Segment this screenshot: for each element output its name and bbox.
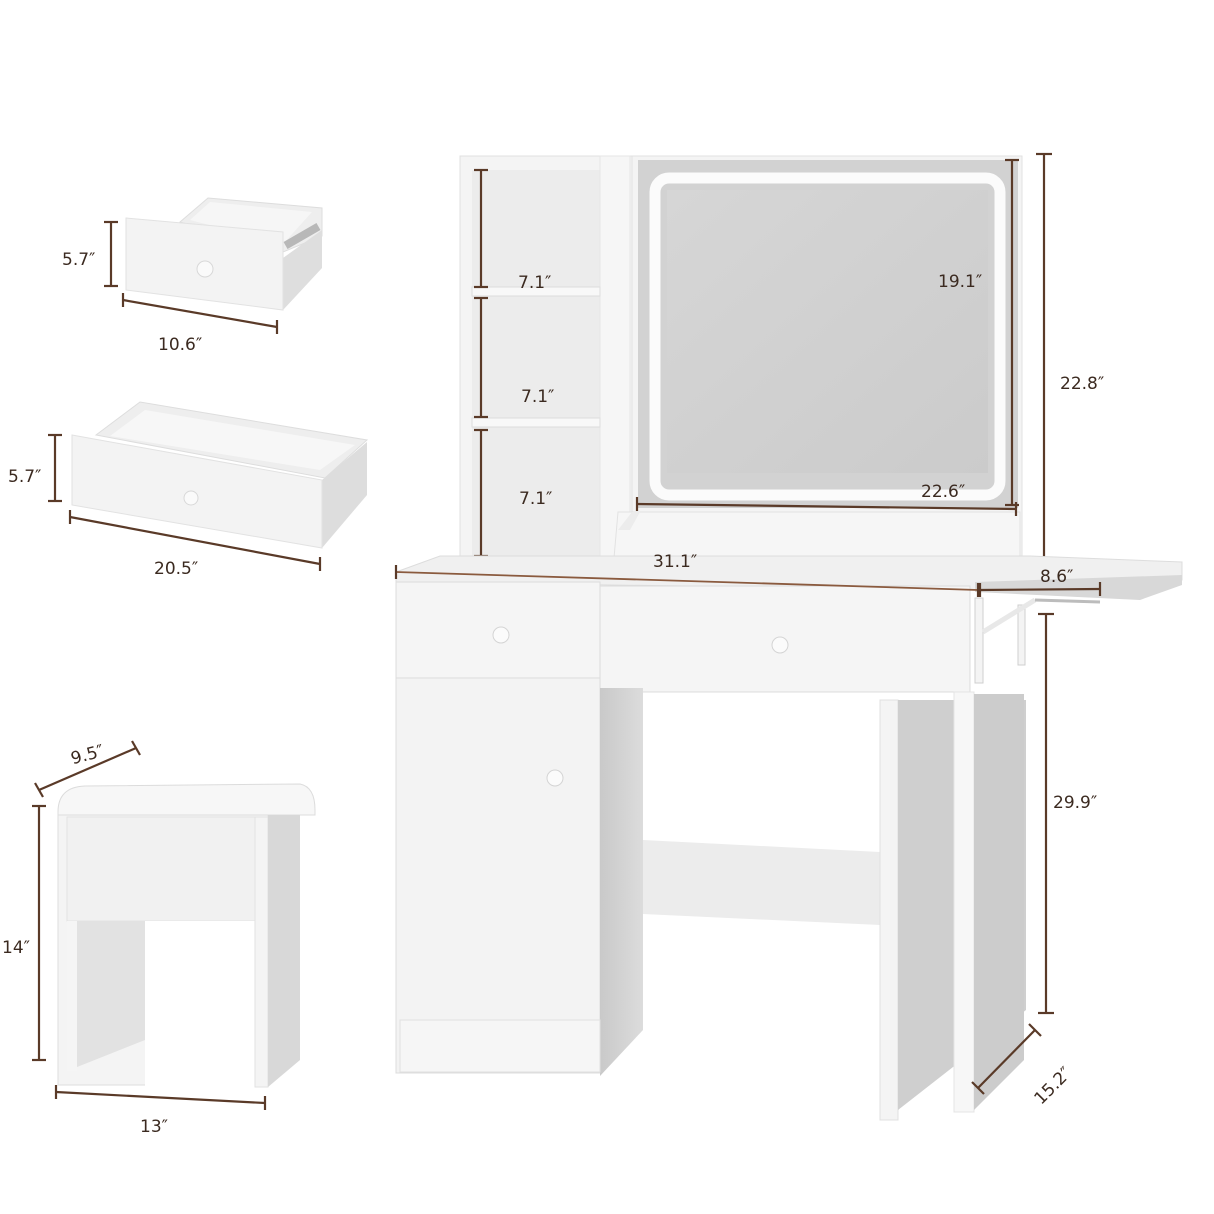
lighted-mirror-illustration <box>613 155 1023 559</box>
hutch-height-dimension: 22.8″ <box>1036 152 1104 564</box>
mirror-height-dimension: 19.1″ <box>938 158 1019 507</box>
small-drawer-width-label: 10.6″ <box>158 335 202 355</box>
desk-width-label: 31.1″ <box>653 552 697 572</box>
side-table-dimension: 8.6″ <box>978 567 1102 597</box>
shelf-unit-illustration <box>459 155 633 559</box>
mirror-width-label: 22.6″ <box>921 482 965 502</box>
large-drawer-width-label: 20.5″ <box>154 559 198 579</box>
mirror-height-label: 19.1″ <box>938 272 982 292</box>
shelf-3-height-label: 7.1″ <box>519 489 552 509</box>
desk-height-dimension: 29.9″ <box>1038 612 1097 1015</box>
small-drawer-height-label: 5.7″ <box>62 250 95 270</box>
shelf-1-height-label: 7.1″ <box>518 273 551 293</box>
small-drawer-height-dimension: 5.7″ <box>62 220 118 288</box>
side-table-width-label: 8.6″ <box>1040 567 1073 587</box>
large-drawer-illustration <box>71 401 369 549</box>
shelf-heights-dimension: 7.1″ 7.1″ 7.1″ <box>474 168 554 558</box>
large-drawer-height-dimension: 5.7″ <box>8 433 62 503</box>
desk-width-dimension: 31.1″ <box>394 552 980 597</box>
stool-depth-label: 9.5″ <box>69 741 106 769</box>
desk-height-label: 29.9″ <box>1053 793 1097 813</box>
shelf-2-height-label: 7.1″ <box>521 387 554 407</box>
hutch-height-label: 22.8″ <box>1060 374 1104 394</box>
desk-illustration <box>395 555 1183 1121</box>
stool-illustration <box>57 783 316 1088</box>
mirror-width-dimension: 22.6″ <box>635 482 1018 516</box>
stool-width-label: 13″ <box>140 1117 168 1137</box>
stool-width-dimension: 13″ <box>54 1085 267 1137</box>
large-drawer-width-dimension: 20.5″ <box>68 510 322 579</box>
small-drawer-illustration <box>125 197 323 311</box>
small-drawer-width-dimension: 10.6″ <box>121 293 279 355</box>
stool-height-label: 14″ <box>2 938 30 958</box>
large-drawer-height-label: 5.7″ <box>8 467 41 487</box>
desk-depth-label: 15.2″ <box>1031 1063 1076 1108</box>
stool-height-dimension: 14″ <box>2 804 46 1062</box>
